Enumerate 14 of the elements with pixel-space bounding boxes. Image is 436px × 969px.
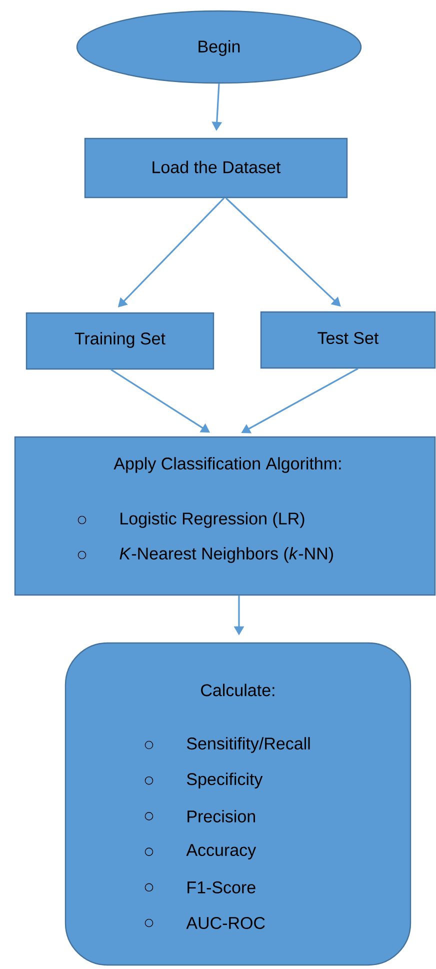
- box-text: Test Set: [318, 332, 379, 344]
- list-item: F1-Score: [188, 881, 256, 894]
- box-text: Apply Classification Algorithm:: [114, 457, 341, 473]
- box-text: Calculate:: [201, 684, 274, 696]
- list-item: Sensitifity/Recall: [186, 737, 310, 753]
- box-text: Training Set: [74, 332, 166, 348]
- list-item: Accuracy: [186, 844, 256, 860]
- box-text: Load the Dataset: [152, 160, 281, 174]
- list-item: Specificity: [186, 772, 263, 789]
- list-item: K-Nearest Neighbors (k-NN): [120, 547, 333, 563]
- list-item: AUC-ROC: [186, 916, 265, 930]
- list-item: Precision: [188, 810, 255, 822]
- list-item: Logistic Regression (LR): [120, 512, 304, 528]
- box-text: Begin: [198, 40, 240, 56]
